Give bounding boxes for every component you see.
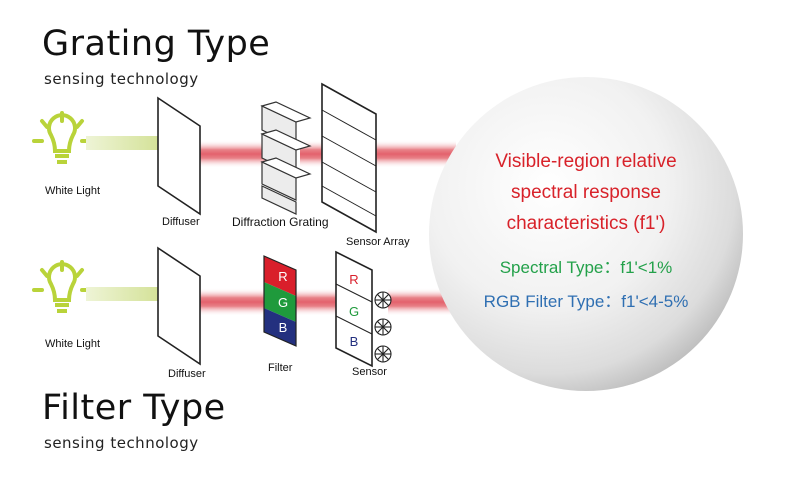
diffraction-grating-label: Diffraction Grating [232, 215, 329, 229]
grating-white-light-label: White Light [45, 185, 101, 197]
grating-title: Grating Type [42, 24, 271, 64]
sensor-letter-r: R [349, 272, 359, 287]
grating-diffuser-label: Diffuser [162, 216, 200, 228]
filter-beam-1 [196, 288, 266, 316]
filter-diffuser [157, 246, 201, 366]
photodiode-icon [374, 291, 392, 309]
filter-letter-r: R [278, 269, 288, 284]
grating-diffuser [157, 96, 201, 216]
result-sphere [429, 77, 743, 391]
lightbulb-icon [32, 111, 92, 164]
filter-diffuser-label: Diffuser [168, 368, 206, 380]
sensor-array-label: Sensor Array [346, 236, 410, 248]
rgb-filter [263, 255, 297, 347]
photodiode-icon [374, 345, 392, 363]
filter-white-light-label: White Light [45, 338, 101, 350]
grating-beam-1 [196, 140, 266, 168]
sensor-letter-b: B [349, 334, 359, 349]
sphere-line-2: spectral response [511, 182, 661, 203]
sphere-line-1: Visible-region relative [495, 151, 677, 172]
filter-title: Filter Type [42, 388, 226, 428]
photodiode-icon [374, 318, 392, 336]
sensor-label: Sensor [352, 366, 387, 378]
grating-subtitle: sensing technology [44, 70, 199, 88]
filter-letter-g: G [277, 295, 289, 310]
filter-subtitle: sensing technology [44, 434, 199, 452]
filter-label: Filter [268, 362, 293, 374]
sensor [335, 250, 373, 368]
lightbulb-icon [32, 260, 92, 313]
grating-beam-3 [376, 140, 456, 168]
rgb-filter-type-text: RGB Filter Type：f1'<4-5% [483, 292, 689, 311]
sensor-letter-g: G [348, 304, 360, 319]
sensor-array [321, 82, 377, 234]
sphere-line-3: characteristics (f1') [506, 213, 666, 234]
diffraction-grating [260, 101, 312, 215]
filter-beam-2 [296, 288, 338, 316]
spectral-type-text: Spectral Type：f1'<1% [499, 258, 673, 277]
filter-letter-b: B [278, 320, 288, 335]
